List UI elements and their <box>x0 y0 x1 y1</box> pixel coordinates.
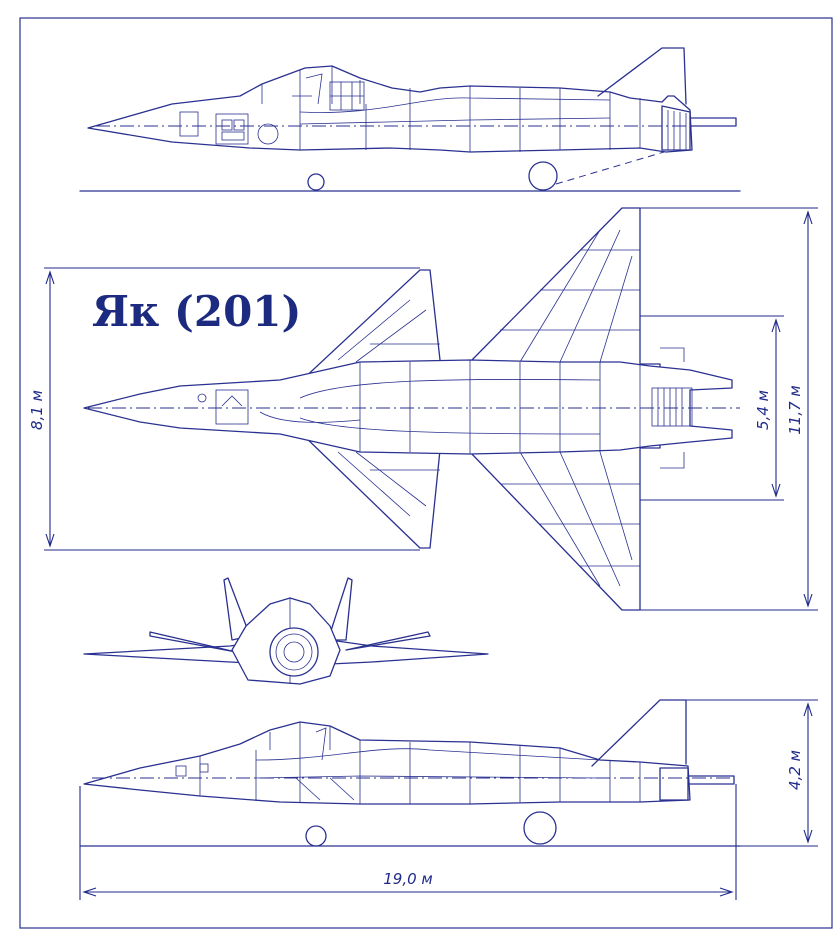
dimension-inner-span <box>640 315 784 501</box>
side-view-top <box>79 47 741 192</box>
front-view <box>83 577 489 685</box>
side-view-bottom <box>79 699 741 847</box>
dimension-label-inner-span: 5,4 м <box>754 390 772 430</box>
dimension-length <box>79 784 737 900</box>
dimension-tail-span <box>44 267 420 551</box>
dimension-label-tail-span: 8,1 м <box>28 390 46 430</box>
dimension-label-span: 11,7 м <box>786 385 804 434</box>
plan-view <box>83 207 740 611</box>
dimension-label-length: 19,0 м <box>383 870 432 888</box>
aircraft-title: Як (201) <box>92 287 301 336</box>
dimension-span <box>640 207 818 611</box>
dimension-label-height: 4,2 м <box>786 750 804 790</box>
drawing-frame <box>19 17 833 929</box>
dimension-height <box>686 699 818 847</box>
